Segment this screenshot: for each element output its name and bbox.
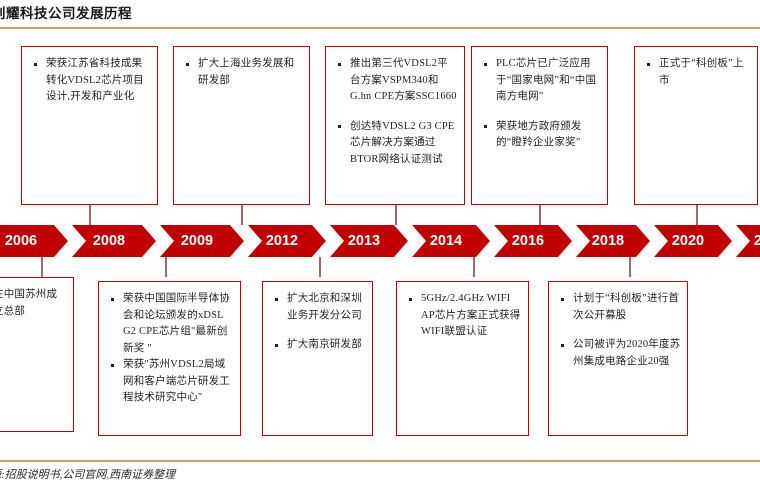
connector-stem-2008 [89, 205, 91, 225]
milestone-bullet-list: 正式于“科创板”上市 [639, 56, 751, 89]
milestone-box-2016: 5GHz/2.4GHz WIFI AP芯片方案正式获得WIFI联盟认证 [396, 281, 529, 436]
milestone-box-2013: 扩大北京和深圳业务开发分公司 扩大南京研发部 [262, 281, 373, 436]
source-note: 源:招股说明书,公司官网,西南证券整理 [0, 469, 176, 481]
list-item: 5GHz/2.4GHz WIFI AP芯片方案正式获得WIFI联盟认证 [401, 291, 522, 341]
timeline-year-label: 2006 [4, 233, 38, 249]
timeline-year-label: 2018 [591, 233, 625, 249]
milestone-bullet-list: 荣获中国国际半导体协会和论坛颁发的xDSL G2 CPE芯片组"最新创新奖 " … [103, 291, 234, 407]
list-item: 荣获地方政府颁发的“瞪羚企业家奖” [476, 119, 601, 152]
timeline-year-2008[interactable]: 2008 [72, 225, 156, 257]
connector-stem-2013 [319, 257, 321, 277]
list-item: 扩大上海业务发展和研发部 [178, 56, 303, 89]
connector-stem-2022 [696, 205, 698, 225]
timeline-year-label: 2013 [347, 233, 381, 249]
connector-stem-2014 [395, 205, 397, 225]
timeline-year-2013[interactable]: 2013 [330, 225, 408, 257]
timeline-year-2022[interactable]: 2022 [736, 225, 760, 257]
milestone-box-2014: 推出第三代VDSL2平台方案VSPM340和G.hn CPE方案SSC1660 … [325, 46, 465, 205]
timeline-year-2009[interactable]: 2009 [160, 225, 244, 257]
milestone-box-2008: 荣获江苏省科技成果转化VDSL2芯片项目设计,开发和产业化 [21, 46, 158, 205]
timeline-year-2020[interactable]: 2020 [654, 225, 732, 257]
title-divider [0, 27, 760, 29]
milestone-bullet-list: 扩大北京和深圳业务开发分公司 扩大南京研发部 [267, 291, 366, 354]
timeline-year-label: 2022 [753, 233, 760, 249]
milestone-bullet-list: 计划于“科创板”进行首次公开募股 公司被评为2020年度苏州集成电路企业20强 [553, 291, 681, 370]
list-item: 推出第三代VDSL2平台方案VSPM340和G.hn CPE方案SSC1660 [330, 56, 458, 106]
connector-stem-2018 [539, 205, 541, 225]
milestone-bullet-list: PLC芯片已广泛应用于“国家电网”和“中国南方电网” 荣获地方政府颁发的“瞪羚企… [476, 56, 601, 152]
timeline-year-2014[interactable]: 2014 [412, 225, 490, 257]
milestone-bullet-list: 在中国苏州成立总部 [0, 287, 67, 320]
list-item: 正式于“科创板”上市 [639, 56, 751, 89]
list-item: 荣获"苏州VDSL2局域网和客户端芯片研发工程技术研究中心" [103, 357, 234, 407]
list-item: 荣获中国国际半导体协会和论坛颁发的xDSL G2 CPE芯片组"最新创新奖 " [103, 291, 234, 357]
timeline-year-label: 2012 [265, 233, 299, 249]
timeline-year-2016[interactable]: 2016 [494, 225, 572, 257]
list-item: 在中国苏州成立总部 [0, 287, 67, 320]
timeline-year-label: 2016 [511, 233, 545, 249]
timeline-year-label: 2014 [429, 233, 463, 249]
timeline-year-label: 2009 [180, 233, 214, 249]
timeline-year-label: 2008 [92, 233, 126, 249]
milestone-box-2022: 正式于“科创板”上市 [634, 46, 758, 205]
connector-stem-2012 [241, 205, 243, 225]
list-item: 扩大北京和深圳业务开发分公司 [267, 291, 366, 324]
milestone-box-2020: 计划于“科创板”进行首次公开募股 公司被评为2020年度苏州集成电路企业20强 [548, 281, 688, 436]
milestone-box-2012: 扩大上海业务发展和研发部 [173, 46, 310, 205]
timeline-year-label: 2020 [671, 233, 705, 249]
list-item: 创达特VDSL2 G3 CPE芯片解决方案通过BTOR网络认证测试 [330, 119, 458, 169]
milestone-bullet-list: 5GHz/2.4GHz WIFI AP芯片方案正式获得WIFI联盟认证 [401, 291, 522, 341]
milestone-bullet-list: 推出第三代VDSL2平台方案VSPM340和G.hn CPE方案SSC1660 … [330, 56, 458, 168]
page-title: 创耀科技公司发展历程 [0, 6, 132, 21]
connector-stem-2016 [473, 257, 475, 277]
milestone-box-2009: 荣获中国国际半导体协会和论坛颁发的xDSL G2 CPE芯片组"最新创新奖 " … [98, 281, 241, 436]
list-item: PLC芯片已广泛应用于“国家电网”和“中国南方电网” [476, 56, 601, 106]
timeline-year-2012[interactable]: 2012 [248, 225, 326, 257]
timeline-axis: 2006 2008 2009 2012 2013 2014 2016 2018 … [0, 225, 760, 257]
list-item: 公司被评为2020年度苏州集成电路企业20强 [553, 337, 681, 370]
milestone-bullet-list: 扩大上海业务发展和研发部 [178, 56, 303, 89]
footer-divider [0, 460, 760, 462]
timeline-year-2006[interactable]: 2006 [0, 225, 68, 257]
list-item: 荣获江苏省科技成果转化VDSL2芯片项目设计,开发和产业化 [26, 56, 151, 106]
timeline-year-2018[interactable]: 2018 [576, 225, 650, 257]
connector-stem-2009 [165, 257, 167, 277]
list-item: 扩大南京研发部 [267, 337, 366, 354]
milestone-box-2018: PLC芯片已广泛应用于“国家电网”和“中国南方电网” 荣获地方政府颁发的“瞪羚企… [471, 46, 608, 205]
connector-stem-2020 [629, 257, 631, 277]
connector-stem-2006 [41, 257, 43, 277]
list-item: 计划于“科创板”进行首次公开募股 [553, 291, 681, 324]
milestone-bullet-list: 荣获江苏省科技成果转化VDSL2芯片项目设计,开发和产业化 [26, 56, 151, 106]
milestone-box-2006: 在中国苏州成立总部 [0, 277, 74, 432]
